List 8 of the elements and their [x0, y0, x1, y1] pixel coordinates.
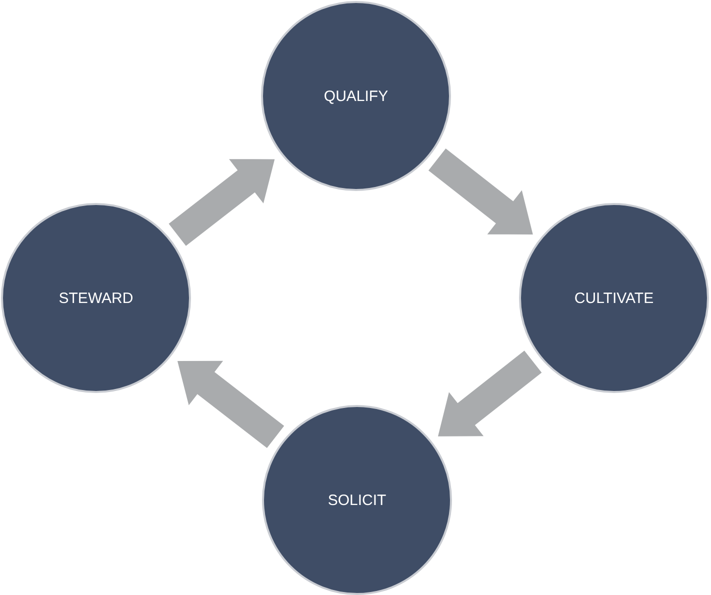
stage-label: SOLICIT — [328, 492, 386, 508]
stage-label: QUALIFY — [324, 88, 388, 104]
stage-label: STEWARD — [58, 290, 134, 306]
block-arrow — [168, 159, 275, 246]
stage-label: CULTIVATE — [574, 290, 654, 306]
block-arrow — [428, 148, 533, 234]
block-arrow — [177, 360, 284, 448]
block-arrow — [438, 350, 542, 436]
